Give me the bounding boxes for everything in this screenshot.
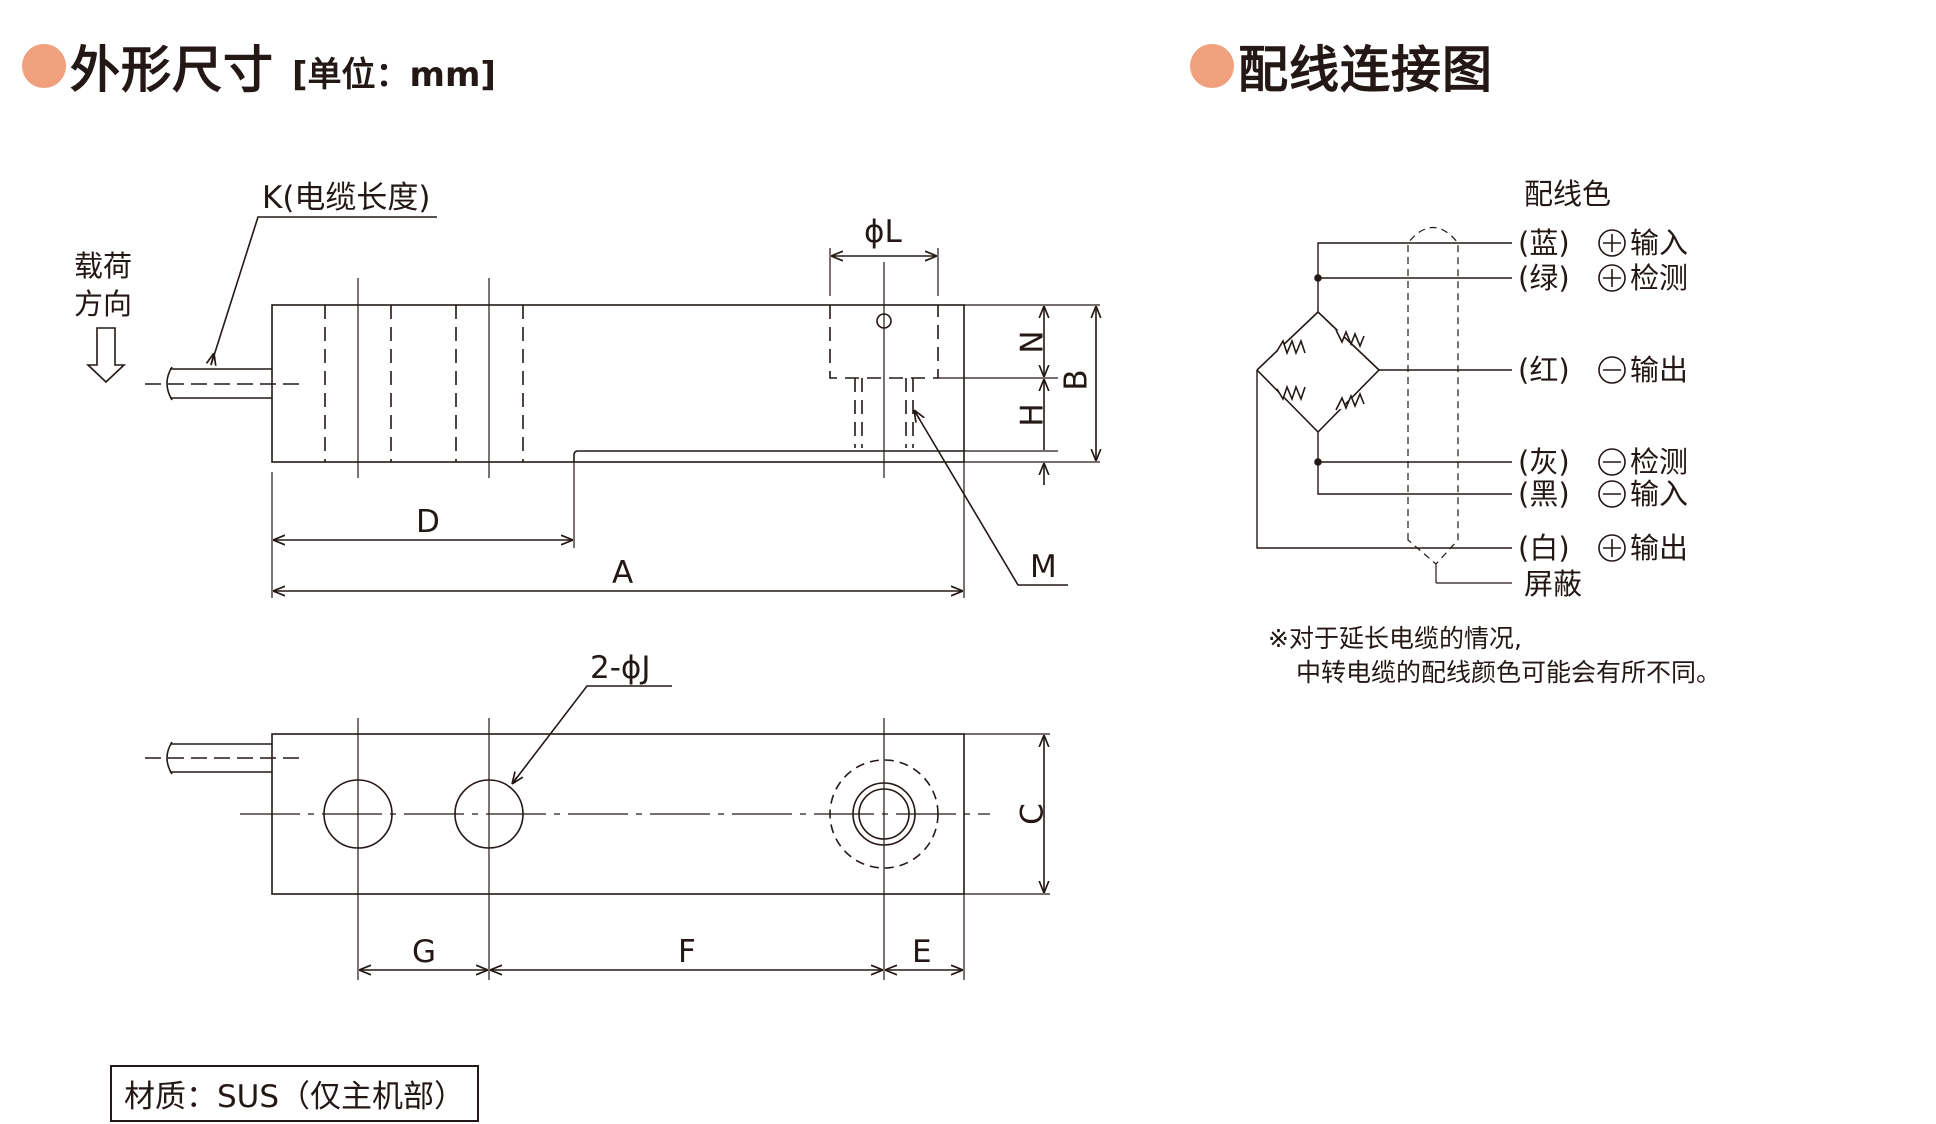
strain-gauge-1-icon [1276,338,1306,356]
e-label: E [912,934,932,970]
wiring-title: 配线连接图 [1238,41,1493,99]
wire-color-header: 配线色 [1524,177,1611,211]
load-direction-label-1: 载荷 [74,249,132,283]
cable-side [145,366,300,401]
b-label: B [1059,369,1095,390]
wire-function-white: 输出 [1630,531,1688,565]
phi-l-label: ϕL [864,214,902,250]
k-leader-line [210,216,437,366]
plus-circle-icon [1598,264,1626,292]
bullet-dot-icon [22,44,66,88]
wire-function-black: 输入 [1630,477,1688,511]
dimensions-heading: 外形尺寸 [单位：mm] [22,30,496,102]
hidden-holes [324,305,939,462]
top-view [145,685,1050,980]
strain-gauge-3-icon [1276,384,1306,402]
wire-color-gray: (灰) [1518,445,1570,479]
a-label: A [612,555,633,591]
dimensions-unit: [单位：mm] [292,54,496,95]
wire-color-blue: (蓝) [1518,226,1570,260]
dimensions-title: 外形尺寸 [70,41,274,99]
d-label: D [416,504,440,540]
minus-circle-icon [1598,356,1626,384]
m-thread-inner [858,788,910,840]
wire-color-red: (红) [1518,353,1570,387]
counterbore-outline [829,759,939,869]
phi-l-hole-mark [876,313,892,329]
minus-circle-icon [1598,480,1626,508]
m-leader-line [913,409,1068,586]
strain-gauge-4-icon [1335,391,1365,411]
wires [1256,242,1512,549]
two-phi-j-label: 2-ϕJ [590,650,651,686]
wheatstone-bridge [1256,311,1380,433]
h-label: H [1015,403,1051,426]
wiring-heading: 配线连接图 [1190,30,1493,102]
wiring-remark-line-1: ※对于延长电缆的情况, [1268,624,1522,653]
wire-color-white: (白) [1518,531,1570,565]
center-lines [357,262,885,478]
wire-sign-symbols [1598,229,1626,562]
beam-body-side [271,304,965,463]
j-leader-line [511,685,672,785]
wiring-remark: ※对于延长电缆的情况, 中转电缆的配线颜色可能会有所不同。 [1268,622,1721,690]
beam-relief-step [573,450,964,462]
minus-circle-icon [1598,448,1626,476]
wire-function-green: 检测 [1630,261,1688,295]
strain-gauge-2-icon [1335,329,1365,349]
n-label: N [1015,330,1051,353]
bullet-dot-icon [1190,44,1234,88]
cable-top [145,741,300,775]
wiring-diagram [1256,227,1512,584]
wire-function-blue: 输入 [1630,226,1688,260]
material-note: 材质：SUS（仅主机部） [110,1065,480,1122]
wire-color-green: (绿) [1518,261,1570,295]
plus-circle-icon [1598,534,1626,562]
shield-label: 屏蔽 [1524,567,1582,601]
m-thread-outer [852,782,916,846]
load-direction-arrow-icon [85,327,127,384]
wire-color-black: (黑) [1518,477,1570,511]
c-label: C [1015,803,1051,825]
cable-length-label: K(电缆长度) [262,180,431,216]
m-label: M [1030,549,1057,585]
f-label: F [678,934,696,970]
load-direction-label-2: 方向 [74,287,132,321]
j-hole-1 [323,779,393,849]
plus-circle-icon [1598,229,1626,257]
wire-function-gray: 检测 [1630,445,1688,479]
wire-function-red: 输出 [1630,353,1688,387]
shield-tube [1407,227,1459,565]
side-view [85,216,1100,598]
j-hole-2 [454,779,524,849]
g-label: G [412,934,436,970]
wiring-remark-line-2: 中转电缆的配线颜色可能会有所不同。 [1296,658,1722,687]
